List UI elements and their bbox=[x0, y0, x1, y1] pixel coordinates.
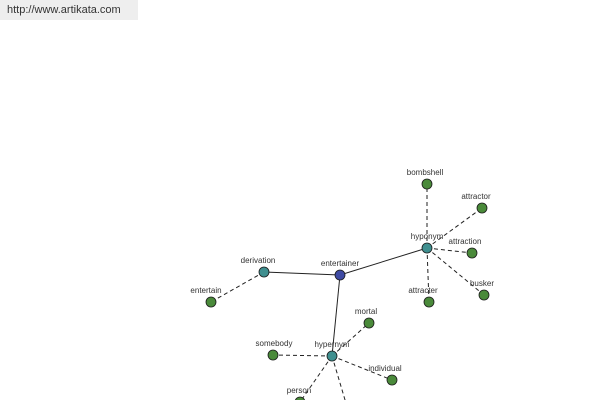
graph-labels: entertainer derivation hyponym hypernym ente… bbox=[190, 168, 494, 395]
label-somebody: somebody bbox=[256, 339, 293, 348]
edge-hyponym-attracter bbox=[426, 247, 430, 303]
label-attraction: attraction bbox=[449, 237, 482, 246]
node-attractor[interactable] bbox=[476, 202, 488, 214]
label-entertain: entertain bbox=[190, 286, 221, 295]
node-bombshell[interactable] bbox=[421, 178, 433, 190]
label-attracter: attracter bbox=[408, 286, 438, 295]
label-hyponym: hyponym bbox=[411, 232, 444, 241]
node-attracter[interactable] bbox=[423, 296, 435, 308]
edge-hypernym-individual bbox=[331, 355, 393, 381]
edge-hyponym-busker bbox=[426, 247, 485, 296]
edge-hypernym-soul bbox=[331, 355, 346, 400]
node-somebody[interactable] bbox=[267, 349, 279, 361]
label-individual: individual bbox=[368, 364, 402, 373]
node-hyponym[interactable] bbox=[421, 242, 433, 254]
edge-hypernym-somebody bbox=[272, 354, 333, 357]
edge-hyponym-attractor bbox=[426, 207, 483, 249]
site-url-link[interactable]: http://www.artikata.com bbox=[0, 0, 138, 20]
node-mortal[interactable] bbox=[363, 317, 375, 329]
node-individual[interactable] bbox=[386, 374, 398, 386]
edge-entertainer-hyponym bbox=[339, 247, 428, 276]
edge-entertainer-derivation bbox=[263, 271, 341, 276]
node-hypernym[interactable] bbox=[326, 350, 338, 362]
label-hypernym: hypernym bbox=[314, 340, 349, 349]
edge-entertainer-hypernym bbox=[331, 274, 341, 357]
label-mortal: mortal bbox=[355, 307, 377, 316]
node-entertain[interactable] bbox=[205, 296, 217, 308]
node-attraction[interactable] bbox=[466, 247, 478, 259]
node-entertainer[interactable] bbox=[334, 269, 346, 281]
label-entertainer: entertainer bbox=[321, 259, 360, 268]
label-busker: busker bbox=[470, 279, 494, 288]
label-derivation: derivation bbox=[241, 256, 276, 265]
label-person: person bbox=[287, 386, 311, 395]
graph-nodes bbox=[205, 178, 490, 400]
edge-derivation-entertain bbox=[210, 271, 265, 303]
edge-hypernym-mortal bbox=[331, 322, 370, 357]
node-person[interactable] bbox=[294, 396, 306, 400]
node-busker[interactable] bbox=[478, 289, 490, 301]
graph-edges bbox=[210, 184, 485, 400]
label-attractor: attractor bbox=[461, 192, 491, 201]
edge-hypernym-person bbox=[300, 355, 333, 400]
node-derivation[interactable] bbox=[258, 266, 270, 278]
edge-hyponym-attraction bbox=[426, 247, 473, 254]
label-bombshell: bombshell bbox=[407, 168, 444, 177]
